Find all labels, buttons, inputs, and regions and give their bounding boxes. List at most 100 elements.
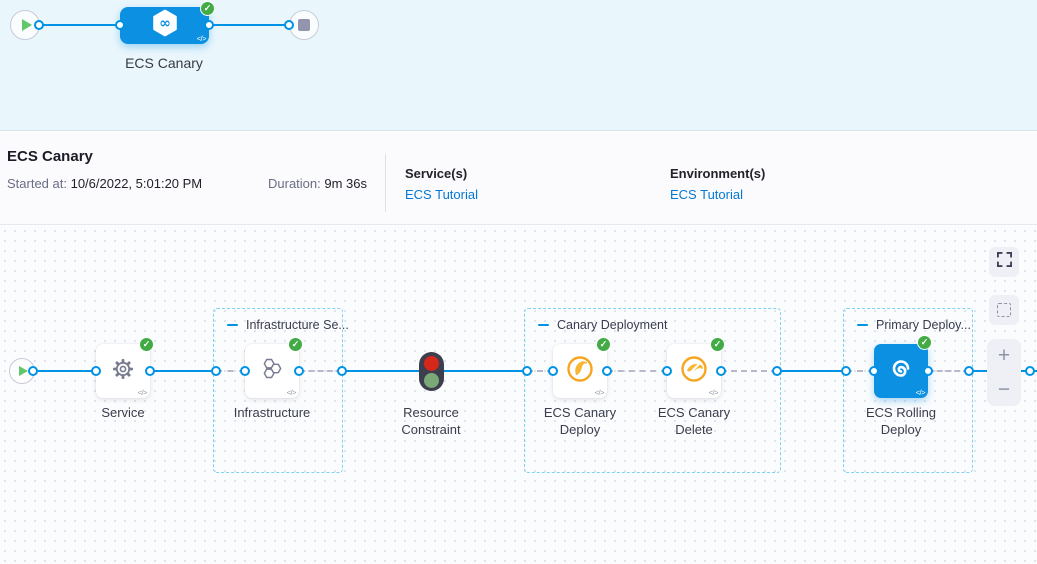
stage-node-ecs-canary[interactable]: ∞ </> <box>120 7 209 44</box>
duration: Duration: 9m 36s <box>268 176 367 191</box>
step-ecs-canary-deploy[interactable]: </> <box>553 344 607 398</box>
edge-line <box>444 370 527 372</box>
connector-dot <box>841 366 851 376</box>
step-label: Service <box>101 405 145 420</box>
edge-line <box>779 370 846 372</box>
connector-dot <box>602 366 612 376</box>
edge-line-dashed <box>607 370 667 372</box>
environments-link[interactable]: ECS Tutorial <box>670 187 743 202</box>
services-link[interactable]: ECS Tutorial <box>405 187 478 202</box>
step-label: Infrastructure <box>233 405 311 420</box>
edge-line-dashed <box>527 370 553 372</box>
fullscreen-corners-icon <box>996 252 1012 272</box>
connector-dot <box>548 366 558 376</box>
step-label: ECS Canary Delete <box>657 405 731 437</box>
success-check-icon: ✓ <box>596 337 611 352</box>
marquee-select-button[interactable] <box>989 295 1019 325</box>
step-ecs-rolling-deploy[interactable]: </> <box>874 344 928 398</box>
code-icon: </> <box>286 388 297 397</box>
step-label: Resource Constraint <box>401 405 461 437</box>
step-label: ECS Canary Deploy <box>543 405 617 437</box>
connector-dot <box>28 366 38 376</box>
environments-column: Environment(s) ECS Tutorial <box>670 166 765 202</box>
group-title: Infrastructure Se... <box>246 318 349 332</box>
started-at: Started at: 10/6/2022, 5:01:20 PM <box>7 176 202 191</box>
vertical-divider <box>385 154 386 212</box>
code-icon: </> <box>594 388 605 397</box>
step-infrastructure[interactable]: </> <box>245 344 299 398</box>
code-icon: </> <box>708 388 719 397</box>
marquee-select-icon <box>997 303 1011 317</box>
connector-dot <box>145 366 155 376</box>
edge-line-dashed <box>846 370 874 372</box>
canary-bird-icon <box>565 354 595 389</box>
started-value: 10/6/2022, 5:01:20 PM <box>66 176 203 191</box>
zoom-in-button[interactable]: + <box>997 344 1011 368</box>
graph-canvas[interactable]: Infrastructure Se... Canary Deployment P… <box>0 226 1037 564</box>
connector-dot <box>240 366 250 376</box>
started-label: Started at: <box>7 176 67 191</box>
group-title: Primary Deploy... <box>876 318 971 332</box>
connector-dot <box>204 20 214 30</box>
success-check-icon: ✓ <box>200 1 215 16</box>
success-check-icon: ✓ <box>917 335 932 350</box>
services-label: Service(s) <box>405 166 468 181</box>
success-check-icon: ✓ <box>288 337 303 352</box>
connector-dot <box>294 366 304 376</box>
edge-line <box>33 370 98 372</box>
connector-dot <box>522 366 532 376</box>
zoom-out-button[interactable]: − <box>997 377 1011 401</box>
resource-constraint-traffic-light-icon[interactable] <box>419 352 444 391</box>
collapse-minus-icon[interactable] <box>857 323 868 327</box>
duration-label: Duration: <box>268 176 321 191</box>
group-canary-deployment: Canary Deployment <box>524 308 781 473</box>
step-service[interactable]: </> <box>96 344 150 398</box>
stage-label: ECS Canary <box>125 55 203 71</box>
success-check-icon: ✓ <box>710 337 725 352</box>
duration-value: 9m 36s <box>320 176 367 191</box>
connector-dot <box>716 366 726 376</box>
connector-dot <box>1025 366 1035 376</box>
execution-header: ECS Canary Started at: 10/6/2022, 5:01:2… <box>0 132 1037 225</box>
edge-line <box>342 370 420 372</box>
group-infrastructure: Infrastructure Se... <box>213 308 349 473</box>
connector-dot <box>923 366 933 376</box>
connector-dot <box>869 366 879 376</box>
edge-line-dashed <box>216 370 245 372</box>
connector-dot <box>772 366 782 376</box>
group-header: Canary Deployment <box>538 318 667 332</box>
connector-dot <box>337 366 347 376</box>
group-title: Canary Deployment <box>557 318 668 332</box>
group-header: Infrastructure Se... <box>227 318 349 332</box>
step-ecs-canary-delete[interactable]: </> <box>667 344 721 398</box>
stage-graph-banner: ∞ </> ✓ ECS Canary <box>0 0 1037 131</box>
code-icon: </> <box>915 388 926 397</box>
code-icon: </> <box>196 34 207 43</box>
edge-line-dashed <box>721 370 777 372</box>
code-icon: </> <box>137 388 148 397</box>
connector-dot <box>34 20 44 30</box>
success-check-icon: ✓ <box>139 337 154 352</box>
group-primary-deployment: Primary Deploy... <box>843 308 973 473</box>
environments-label: Environment(s) <box>670 166 766 181</box>
edge-line <box>209 24 289 26</box>
rolling-swirl-icon <box>888 356 914 387</box>
play-icon <box>18 366 28 376</box>
connector-dot <box>211 366 221 376</box>
fit-to-screen-button[interactable] <box>989 247 1019 277</box>
cd-stage-icon: ∞ <box>151 9 179 42</box>
edge-line <box>150 370 216 372</box>
gear-icon <box>111 357 135 386</box>
group-header: Primary Deploy... <box>857 318 971 332</box>
pipeline-end-node <box>289 10 319 40</box>
step-label: ECS Rolling Deploy <box>865 405 937 437</box>
collapse-minus-icon[interactable] <box>227 323 238 327</box>
svg-text:∞: ∞ <box>159 16 171 32</box>
connector-dot <box>115 20 125 30</box>
zoom-controls: + − <box>987 339 1021 406</box>
edge-line-dashed <box>928 370 969 372</box>
stop-icon <box>298 19 310 31</box>
collapse-minus-icon[interactable] <box>538 323 549 327</box>
connector-dot <box>964 366 974 376</box>
